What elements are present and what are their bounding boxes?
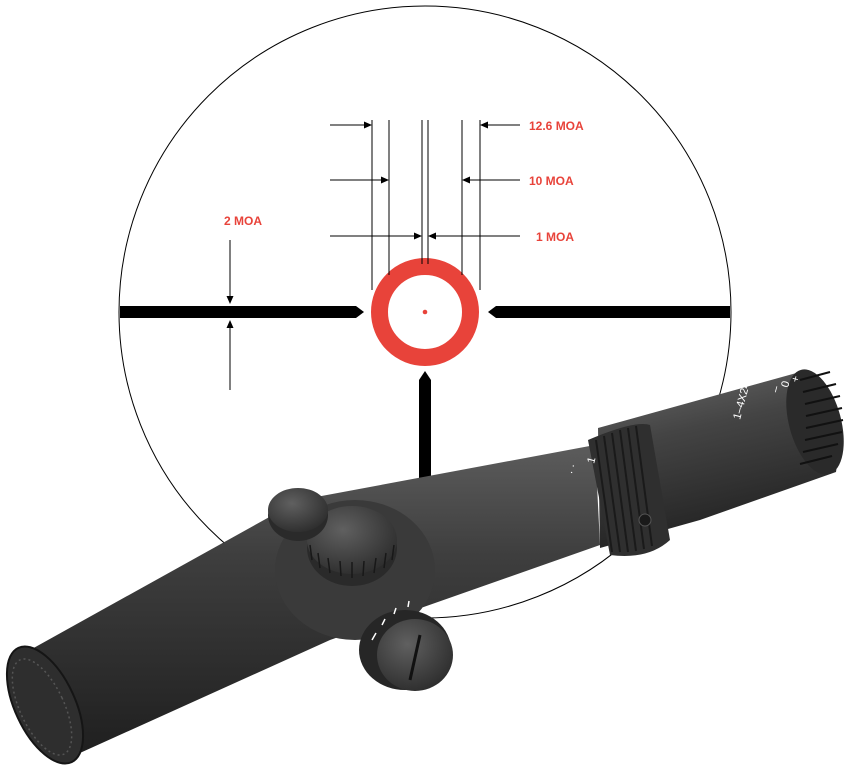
objective-end — [5, 645, 85, 765]
diopter-mark-plus: + — [789, 374, 802, 383]
eyepiece-knurling — [799, 371, 844, 465]
right-horizontal-post — [496, 306, 730, 318]
magnification-ring-ribs — [595, 425, 653, 553]
label-1-moa: 1 MOA — [536, 230, 574, 244]
right-post-tip — [488, 306, 496, 318]
red-ring — [371, 258, 479, 366]
diopter-mark-zero: 0 — [779, 380, 792, 389]
riflescope: 1 · · 1–4X24 – 0 + — [5, 369, 844, 765]
throw-lever-screw — [638, 513, 652, 527]
windage-turret — [268, 488, 328, 541]
bottom-post-tip — [419, 371, 431, 380]
dimension-arrowheads — [226, 121, 488, 328]
label-2-moa: 2 MOA — [224, 214, 262, 228]
left-post-tip — [356, 306, 364, 318]
illumination-turret — [359, 600, 453, 691]
power-mark-low: 1 — [585, 456, 598, 465]
center-dot — [422, 309, 428, 315]
dimension-lines — [229, 120, 520, 390]
label-12-6-moa: 12.6 MOA — [529, 119, 584, 133]
eyepiece-bell — [786, 369, 844, 475]
elevation-turret — [307, 506, 397, 586]
objective-thread — [11, 658, 73, 756]
power-mark-dots: · · — [565, 463, 579, 476]
left-horizontal-post — [120, 306, 356, 318]
diopter-mark-minus: – — [769, 384, 782, 394]
label-10-moa: 10 MOA — [529, 174, 574, 188]
